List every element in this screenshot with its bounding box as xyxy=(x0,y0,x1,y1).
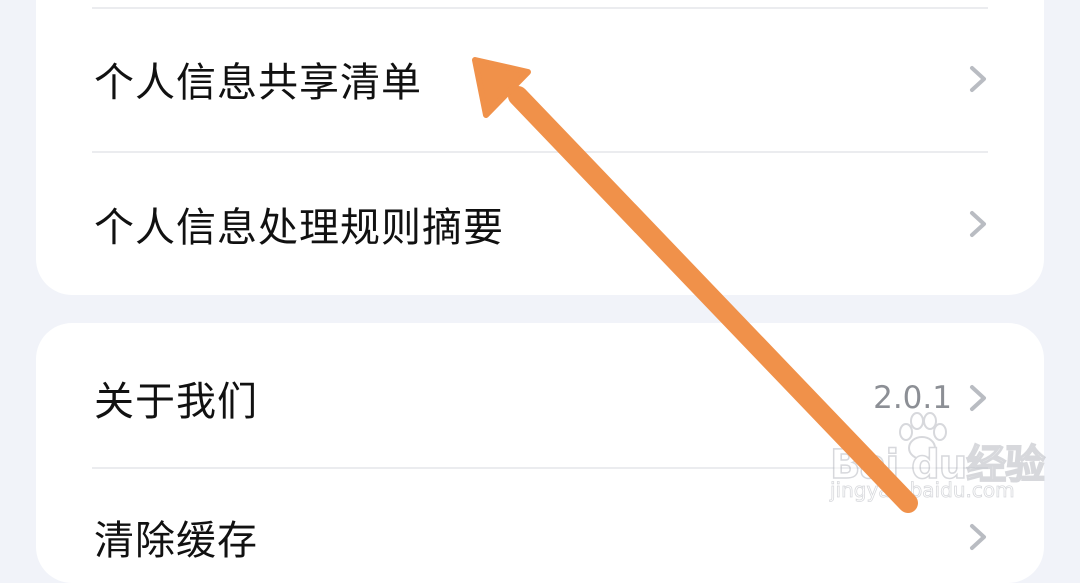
baidu-jingyan-watermark: Bai du经验 jingyan.baidu.com xyxy=(826,408,1046,508)
chevron-right-icon xyxy=(970,66,986,92)
row-label: 关于我们 xyxy=(94,379,258,425)
row-personal-info-rules-summary[interactable]: 个人信息处理规则摘要 xyxy=(36,153,1044,295)
row-divider xyxy=(92,7,988,9)
watermark-url: jingyan.baidu.com xyxy=(830,478,1015,503)
row-label: 清除缓存 xyxy=(94,518,258,564)
row-label: 个人信息处理规则摘要 xyxy=(94,205,504,251)
chevron-right-icon xyxy=(970,524,986,550)
row-label: 个人信息共享清单 xyxy=(94,60,422,106)
row-personal-info-sharing-list[interactable]: 个人信息共享清单 xyxy=(36,8,1044,150)
settings-card-privacy: 个人信息共享清单 个人信息处理规则摘要 xyxy=(36,0,1044,295)
chevron-right-icon xyxy=(970,211,986,237)
chevron-right-icon xyxy=(970,385,986,411)
